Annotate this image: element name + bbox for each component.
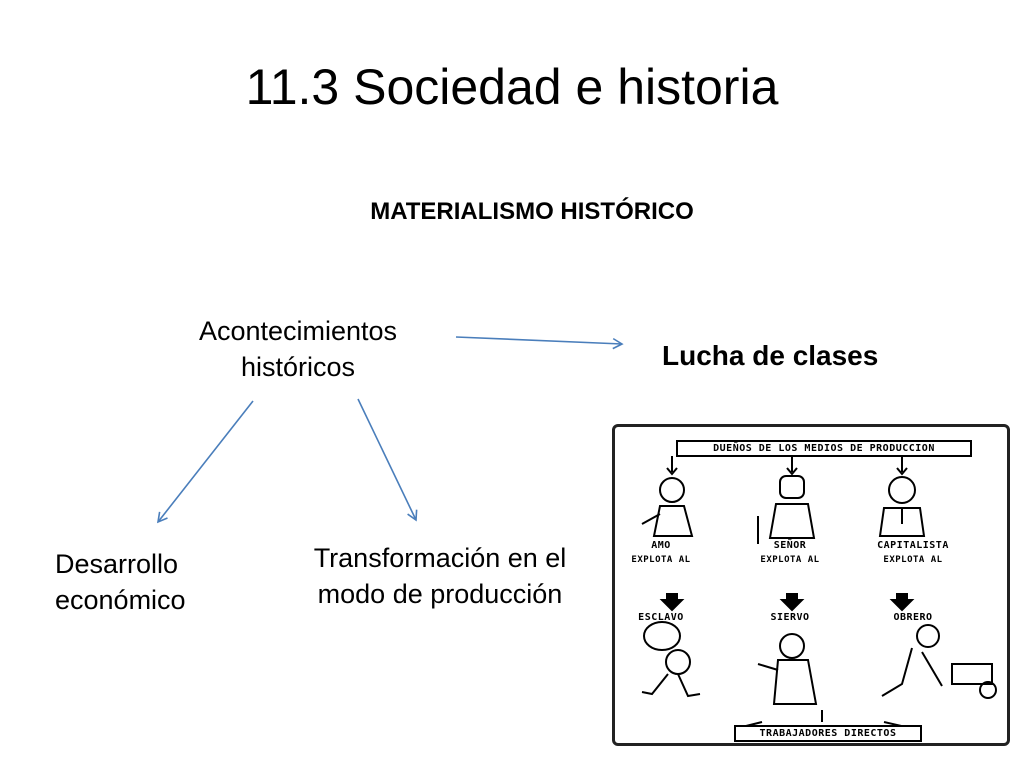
arrow-to-transformacion bbox=[357, 398, 418, 522]
node-acontecimientos: Acontecimientos históricos bbox=[198, 316, 398, 382]
owners-banner: DUEÑOS DE LOS MEDIOS DE PRODUCCION bbox=[676, 440, 972, 457]
role-amo: AMO bbox=[651, 540, 671, 551]
node-lucha-de-clases: Lucha de clases bbox=[662, 340, 879, 371]
arrow-to-desarrollo bbox=[156, 400, 254, 524]
slide-subtitle: MATERIALISMO HISTÓRICO bbox=[370, 198, 694, 225]
slide-title: 11.3 Sociedad e historia bbox=[245, 59, 779, 115]
class-struggle-illustration bbox=[612, 424, 1010, 746]
capitalista-figure bbox=[878, 476, 926, 537]
node-transformacion: Transformación en el modo de producción bbox=[313, 543, 567, 609]
role-obrero: OBRERO bbox=[893, 612, 933, 623]
role-esclavo: ESCLAVO bbox=[638, 612, 684, 623]
siervo-figure bbox=[757, 633, 818, 705]
obrero-figure bbox=[881, 624, 997, 699]
exploit-label-1: EXPLOTA AL bbox=[631, 555, 691, 565]
senor-figure bbox=[757, 475, 816, 544]
illustration-drawing bbox=[641, 456, 997, 729]
workers-banner: TRABAJADORES DIRECTOS bbox=[734, 725, 922, 742]
exploit-label-3: EXPLOTA AL bbox=[883, 555, 943, 565]
node-desarrollo-economico: Desarrollo económico bbox=[55, 549, 186, 615]
arrow-to-lucha bbox=[455, 336, 624, 350]
exploit-label-2: EXPLOTA AL bbox=[760, 555, 820, 565]
role-senor: SEÑOR bbox=[773, 540, 807, 551]
esclavo-figure bbox=[641, 621, 701, 698]
role-siervo: SIERVO bbox=[770, 612, 810, 623]
amo-figure bbox=[641, 477, 694, 537]
role-capitalista: CAPITALISTA bbox=[877, 540, 949, 551]
